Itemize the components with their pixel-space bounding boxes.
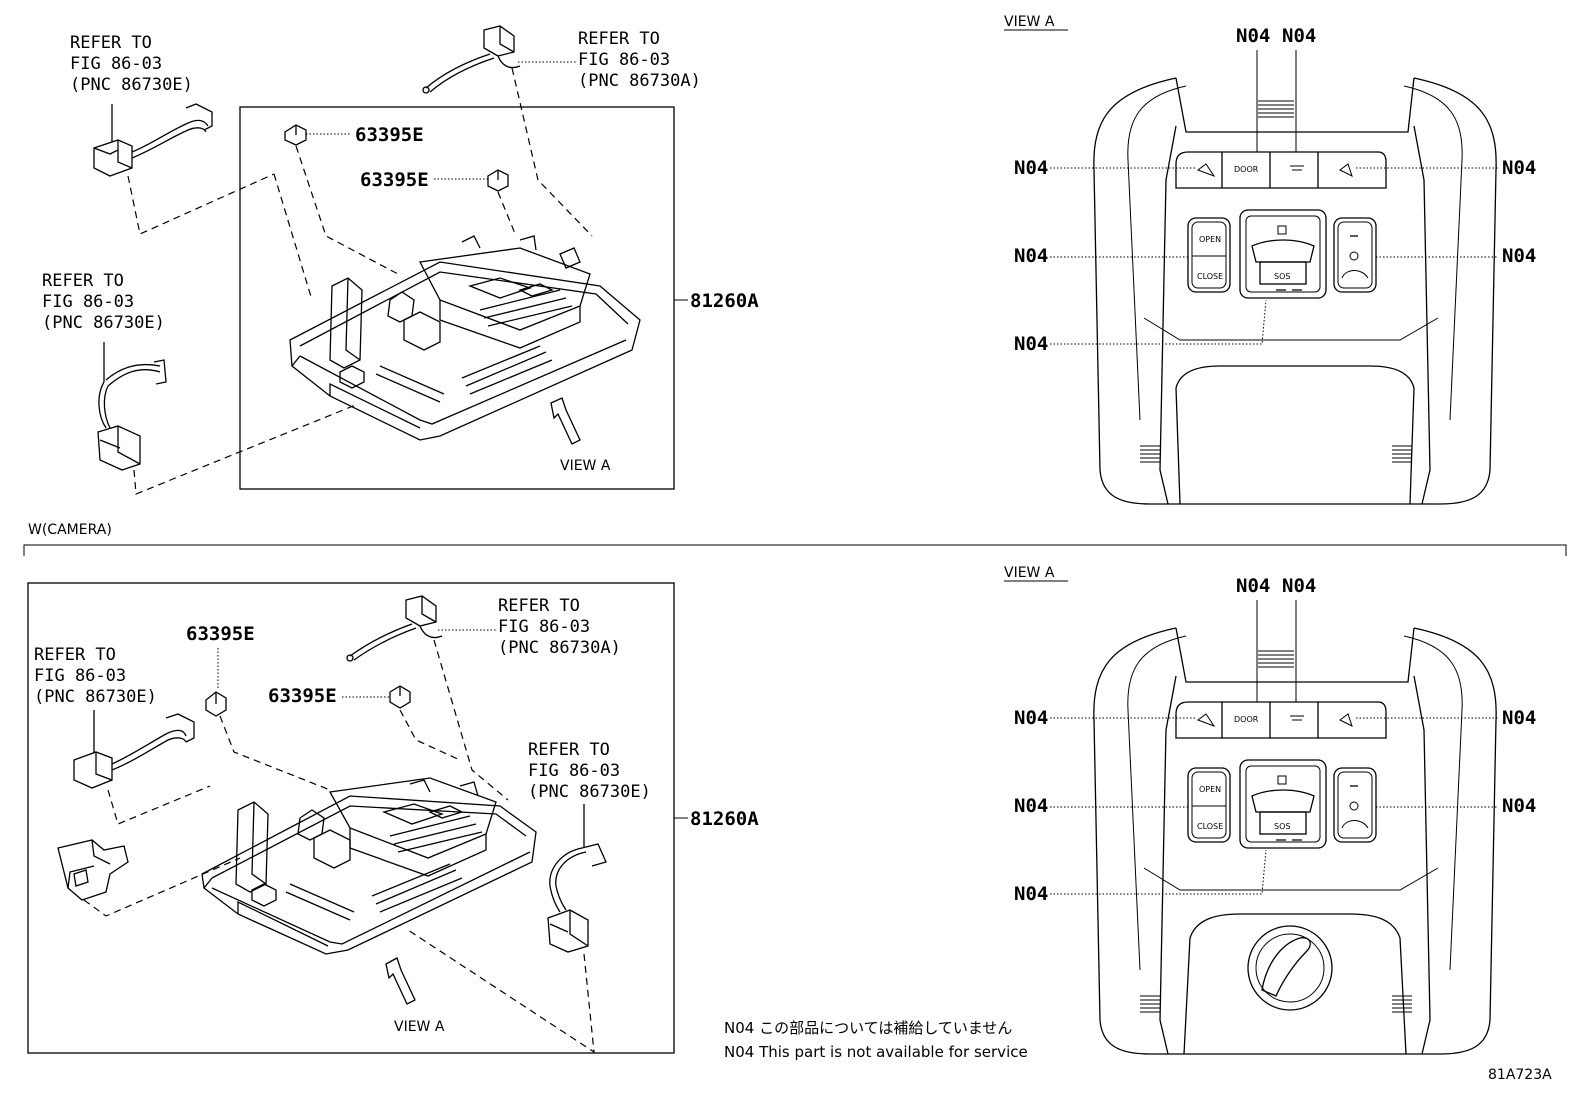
view-a-bottom-open-close: OPEN CLOSE [1187,767,1231,843]
view-a-bottom-door-button: DOOR [1234,715,1259,724]
top-exploded-view: REFER TO FIG 86-03 (PNC 86730E) REFER TO… [42,25,759,495]
bottom-refer-top-line2: FIG 86-03 [498,617,590,637]
view-a-top-sos-label: SOS [1274,272,1290,281]
top-assembly-label: 81260A [690,290,759,312]
note-english: N04 This part is not available for servi… [724,1043,1028,1061]
bottom-refer-left-line1: REFER TO [34,645,116,665]
view-a-bottom-callout-5: N04 [1014,795,1048,817]
view-a-top-light-switch [1333,217,1377,293]
bottom-refer-top-line3: (PNC 86730A) [498,638,621,658]
top-clip-1 [284,124,307,146]
top-refer-left-line1: REFER TO [70,33,152,53]
bottom-view-arrow [385,957,416,1005]
view-a-top-callout-2: N04 [1282,25,1316,47]
camera-variant-label: W(CAMERA) [28,522,112,538]
bottom-top-wire-connector [346,595,443,662]
bottom-refer-right-line2: FIG 86-03 [528,761,620,781]
view-a-bottom-button-strip: DOOR [1175,701,1387,739]
bottom-assembly-label: 81260A [690,808,759,830]
top-refer-left-line3: (PNC 86730E) [70,75,193,95]
note-japanese: N04 この部品については補給していません [724,1019,1012,1037]
bottom-clip-2-label: 63395E [268,685,337,707]
view-a-top-door-button: DOOR [1234,165,1259,174]
view-a-bottom-sos-label: SOS [1274,822,1290,831]
bottom-left-wire-connector [73,710,195,789]
top-view-arrow [550,397,581,445]
top-clip-2-leader [497,191,517,237]
view-a-bottom-vents [1140,650,1412,1013]
view-a-bottom-callout-4: N04 [1502,707,1536,729]
view-a-top-callout-4: N04 [1502,157,1536,179]
top-left-leader [127,173,275,235]
view-a-bottom-callout-1: N04 [1236,575,1270,597]
bottom-map-lamp-assembly [201,777,537,955]
view-a-top-button-strip: DOOR [1175,151,1387,189]
bottom-refer-right-line1: REFER TO [528,740,610,760]
top-refer-mid-line1: REFER TO [578,29,660,49]
view-a-bottom-close-label: CLOSE [1197,822,1223,831]
top-mid-leader [511,67,593,237]
view-a-top-callout-5: N04 [1014,245,1048,267]
bottom-refer-top-line1: REFER TO [498,596,580,616]
view-a-bottom-callout-6: N04 [1502,795,1536,817]
top-map-lamp-assembly [289,235,641,441]
top-refer-lower-line3: (PNC 86730E) [42,313,165,333]
top-refer-lower-line1: REFER TO [42,271,124,291]
top-refer-mid-line3: (PNC 86730A) [578,71,701,91]
view-a-top-callout-3: N04 [1014,157,1048,179]
view-a-bottom-sos-module: SOS [1239,759,1327,849]
view-a-top-callout-1: N04 [1236,25,1270,47]
top-clip-2-label: 63395E [360,169,429,191]
view-a-top-vents [1140,100,1412,463]
top-mid-wire-connector [422,25,521,94]
top-clip-1-label: 63395E [355,124,424,146]
view-a-top-callout-6: N04 [1502,245,1536,267]
figure-code: 81A723A [1488,1067,1552,1083]
view-a-bottom-callout-3: N04 [1014,707,1048,729]
view-a-top-sos-module: SOS [1239,209,1327,299]
bottom-view-label: VIEW A [394,1019,445,1035]
bottom-clip-1-label: 63395E [186,623,255,645]
top-clip-1-leader [295,145,399,275]
top-refer-left-line2: FIG 86-03 [70,54,162,74]
top-view-label: VIEW A [560,458,611,474]
bottom-camera-bracket [57,839,129,901]
top-lower-wire-connector [97,342,167,471]
top-left-wire-connector [93,103,213,177]
top-clip-2 [487,169,509,192]
section-divider [23,544,1567,556]
bottom-clip-2 [389,685,411,709]
view-a-top-open-label: OPEN [1199,235,1221,244]
top-refer-mid-line2: FIG 86-03 [578,50,670,70]
bottom-refer-right-line3: (PNC 86730E) [528,782,651,802]
view-a-bottom-light-switch [1333,767,1377,843]
bottom-refer-left-line2: FIG 86-03 [34,666,126,686]
view-a-top: VIEW A DOOR OPEN CLOSE [1004,14,1536,505]
bottom-exploded-view: REFER TO FIG 86-03 (PNC 86730A) 63395E 6… [27,582,759,1054]
bottom-right-wire-connector [547,804,607,953]
top-refer-lower-line2: FIG 86-03 [42,292,134,312]
view-a-bottom-callout-2: N04 [1282,575,1316,597]
view-a-top-close-label: CLOSE [1197,272,1223,281]
bottom-clip-1 [205,691,227,717]
view-a-top-open-close: OPEN CLOSE [1187,217,1231,293]
top-lower-leader [133,403,359,495]
view-a-bottom: VIEW A DOOR OPEN CLOSE [1004,565,1536,1055]
top-assembly-frame [239,106,675,490]
view-a-bottom-camera [1183,913,1407,1055]
view-a-bottom-callout-7: N04 [1014,883,1048,905]
view-a-top-title: VIEW A [1004,14,1055,30]
view-a-bottom-open-label: OPEN [1199,785,1221,794]
bottom-refer-left-line3: (PNC 86730E) [34,687,157,707]
view-a-top-callout-7: N04 [1014,333,1048,355]
view-a-bottom-title: VIEW A [1004,565,1055,581]
